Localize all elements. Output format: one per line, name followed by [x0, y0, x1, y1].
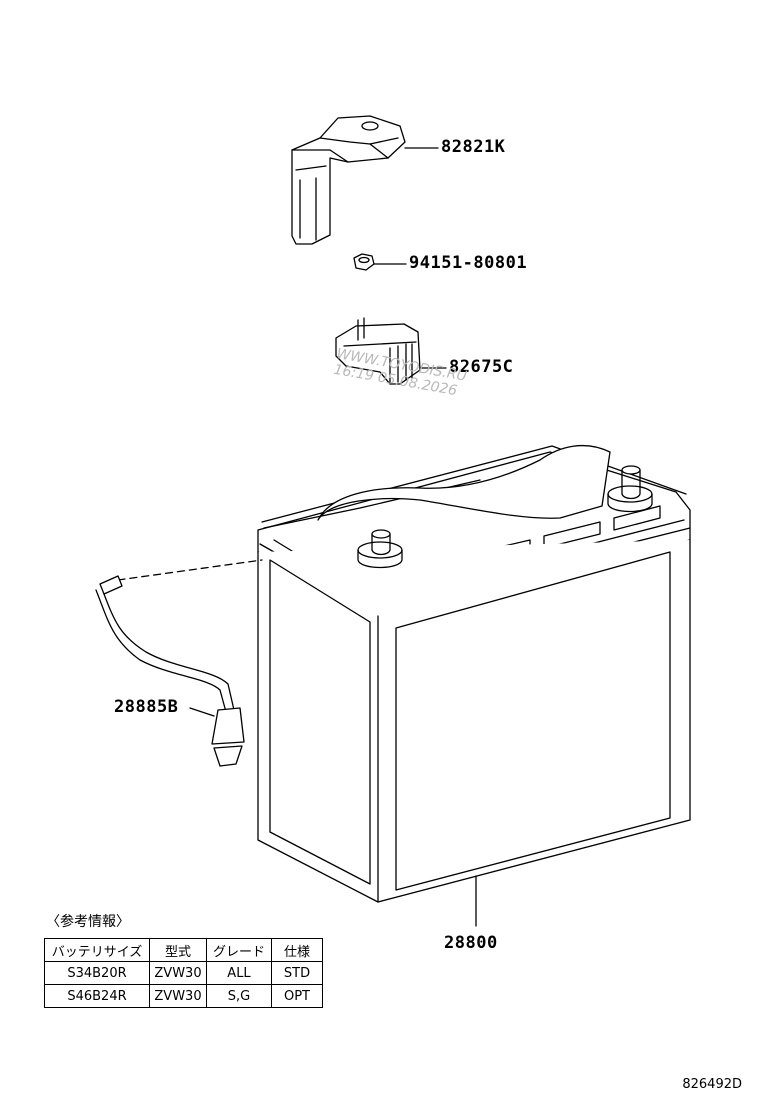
label-82675c: 82675C: [449, 357, 514, 377]
cell-grade: S,G: [206, 984, 272, 1008]
label-82821k: 82821K: [441, 137, 506, 157]
terminal-cover-82821k: [291, 115, 406, 245]
cell-model: ZVW30: [149, 961, 207, 985]
header-battery-size: バッテリサイズ: [44, 938, 150, 962]
terminal-post-left: [357, 529, 403, 569]
table-row: S34B20R ZVW30 ALL STD: [44, 961, 323, 985]
battery-28800: [257, 444, 691, 903]
terminal-post-right: [607, 465, 653, 513]
reference-table: バッテリサイズ 型式 グレード 仕様 S34B20R ZVW30 ALL STD…: [44, 938, 323, 1008]
header-model: 型式: [149, 938, 207, 962]
cell-spec: OPT: [271, 984, 323, 1008]
header-spec: 仕様: [271, 938, 323, 962]
nut-94151-80801: [353, 253, 375, 271]
cell-grade: ALL: [206, 961, 272, 985]
diagram-id: 826492D: [682, 1077, 742, 1092]
label-28885b: 28885B: [114, 697, 179, 717]
reference-title: 〈参考情報〉: [46, 914, 130, 930]
label-94151-80801: 94151-80801: [409, 253, 528, 273]
vent-hose-28885b: [95, 575, 245, 767]
table-row: S46B24R ZVW30 S,G OPT: [44, 984, 323, 1008]
clamp-82675c: [335, 317, 421, 385]
cell-battery-size: S34B20R: [44, 961, 150, 985]
cell-spec: STD: [271, 961, 323, 985]
reference-header-row: バッテリサイズ 型式 グレード 仕様: [44, 938, 323, 962]
label-28800: 28800: [444, 933, 498, 953]
cell-model: ZVW30: [149, 984, 207, 1008]
header-grade: グレード: [206, 938, 272, 962]
cell-battery-size: S46B24R: [44, 984, 150, 1008]
